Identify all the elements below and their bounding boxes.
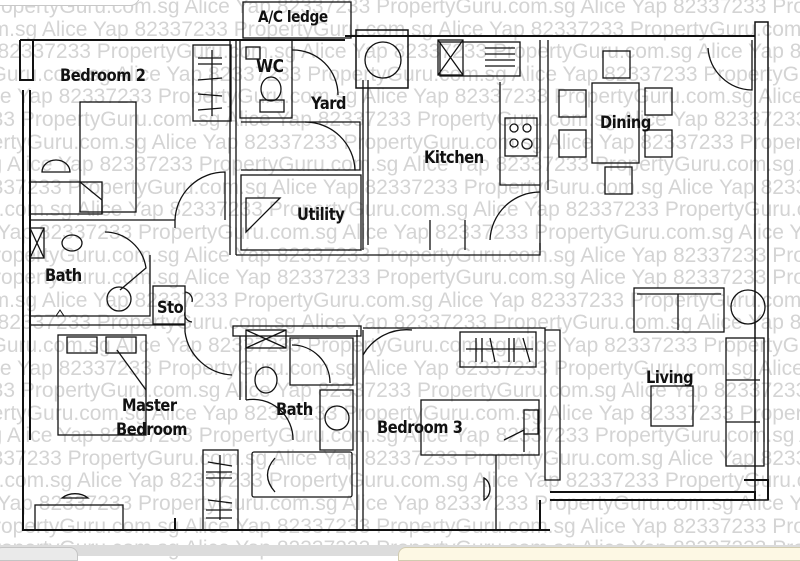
- label-master-bedroom-line2: Bedroom: [116, 420, 188, 440]
- label-ac-ledge: A/C ledge: [258, 7, 328, 26]
- label-bath-1: Bath: [45, 266, 82, 286]
- label-bath-2: Bath: [276, 400, 313, 420]
- label-bedroom-2: Bedroom 2: [60, 66, 146, 86]
- label-living: Living: [646, 368, 694, 388]
- label-bedroom-3: Bedroom 3: [377, 418, 463, 438]
- label-yard: Yard: [311, 94, 347, 114]
- outer-walls: [19, 21, 769, 531]
- viewer-bottom-tab-right[interactable]: [398, 547, 800, 561]
- label-storeroom: Sto: [157, 298, 184, 318]
- viewer-bottom-tab-left[interactable]: [0, 547, 78, 561]
- label-utility: Utility: [297, 205, 345, 225]
- label-dining: Dining: [600, 113, 651, 133]
- label-wc: WC: [256, 56, 284, 77]
- label-kitchen: Kitchen: [424, 148, 484, 168]
- label-master-bedroom-line1: Master: [122, 396, 177, 416]
- viewer-top-tab[interactable]: [0, 0, 140, 6]
